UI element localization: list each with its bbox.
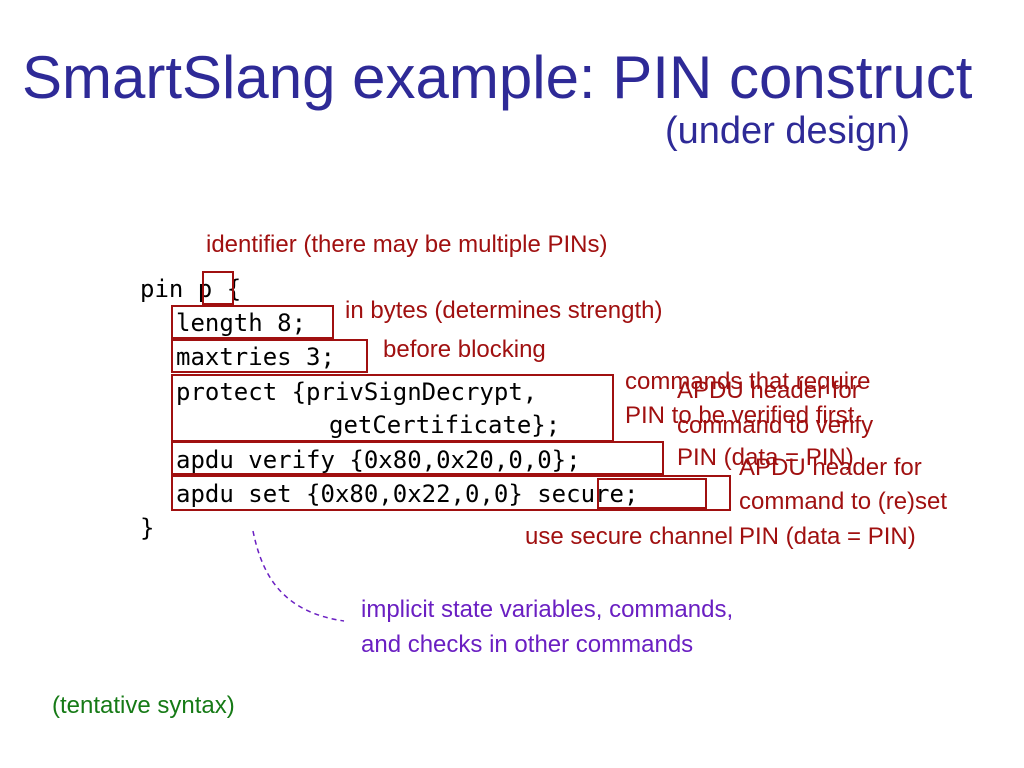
note-secure: use secure channel	[525, 523, 734, 550]
note-protect-1: commands that require	[625, 368, 871, 395]
box-verify	[171, 441, 664, 475]
note-protect-2: PIN to be verified first	[625, 402, 855, 429]
note-set-2: command to (re)set	[739, 488, 948, 515]
code-set-end: ;	[623, 480, 639, 508]
code-line-maxtries: maxtries 3;	[176, 343, 335, 371]
note-implicit-2: and checks in other commands	[361, 631, 694, 658]
note-set-1: APDU header for	[739, 454, 922, 481]
code-set-secure: secure	[537, 480, 624, 508]
code-line-verify: apdu verify {0x80,0x20,0,0};	[176, 446, 581, 474]
note-identifier: identifier (there may be multiple PINs)	[206, 231, 608, 258]
note-implicit-1: implicit state variables, commands,	[361, 596, 734, 623]
note-set-3: PIN (data = PIN)	[739, 523, 916, 550]
code-line-protect-1: protect {privSignDecrypt,	[176, 378, 538, 406]
code-line-set: apdu set {0x80,0x22,0,0} secure;	[176, 478, 638, 510]
box-length	[171, 305, 334, 339]
connector-dashed-curve	[252, 530, 345, 622]
note-tentative: (tentative syntax)	[52, 692, 235, 719]
note-verify-3: PIN (data = PIN)	[677, 444, 854, 471]
code-set-main: apdu set {0x80,0x22,0,0}	[176, 480, 538, 508]
box-secure	[597, 478, 707, 509]
code-line-close-brace: }	[140, 514, 155, 542]
code-line-pin: pin p {	[140, 273, 241, 305]
slide-subtitle: (under design)	[665, 110, 911, 152]
note-maxtries: before blocking	[383, 336, 546, 363]
note-verify-2: command to verify	[677, 412, 874, 439]
box-set	[171, 475, 731, 511]
box-maxtries	[171, 339, 368, 373]
code-line-length: length 8;	[176, 309, 307, 337]
code-pin-keyword: pin	[140, 275, 198, 303]
box-identifier	[202, 271, 234, 305]
note-length: in bytes (determines strength)	[345, 297, 663, 324]
note-verify-1: APDU header for	[677, 377, 860, 404]
code-pin-identifier: p	[197, 275, 213, 303]
code-line-protect-2: getCertificate};	[329, 411, 561, 439]
slide-title: SmartSlang example: PIN construct	[22, 44, 973, 111]
